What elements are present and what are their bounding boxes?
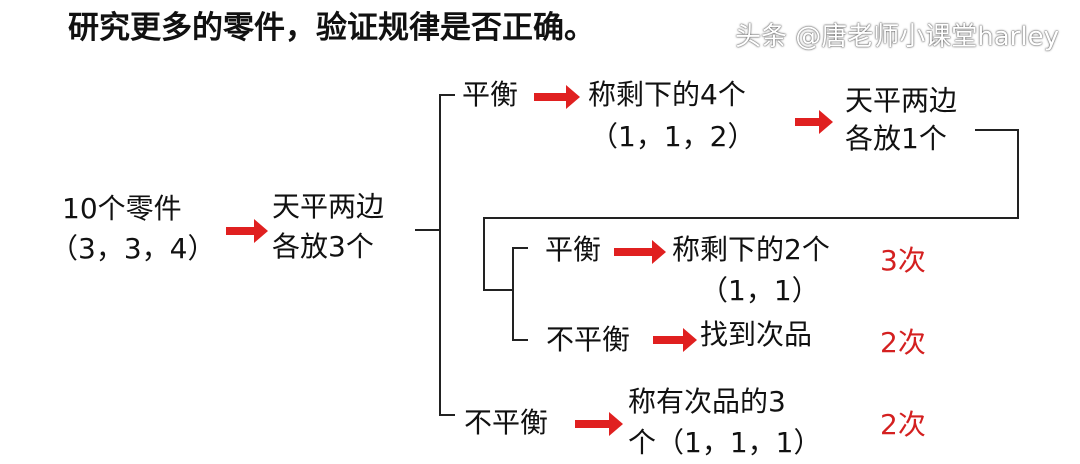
root-split: （3，3，4）	[50, 232, 216, 265]
unbalanced2-result: 找到次品	[700, 318, 813, 351]
step2-line1: 天平两边	[845, 84, 958, 117]
balanced1-label: 平衡	[462, 78, 519, 111]
balanced2-count: 3次	[880, 244, 926, 277]
balanced2-result: 称剩下的2个	[672, 233, 830, 266]
step1-line1: 天平两边	[272, 190, 385, 223]
watermark: 头条 @唐老师小课堂harley	[735, 22, 1059, 52]
arrow-icon	[653, 328, 697, 352]
balanced2-label: 平衡	[545, 233, 602, 266]
step2-line2: 各放1个	[845, 122, 947, 155]
unbalanced1-split: 个（1，1，1）	[628, 426, 822, 459]
balanced1-split: （1，1，2）	[590, 120, 756, 153]
sub-connector	[483, 129, 1019, 291]
sub-bracket	[512, 247, 528, 341]
unbalanced2-label: 不平衡	[546, 323, 631, 356]
arrow-icon	[614, 240, 666, 264]
arrow-icon	[575, 412, 623, 436]
unbalanced2-count: 2次	[880, 326, 926, 359]
arrow-icon	[795, 110, 833, 134]
unbalanced1-count: 2次	[880, 408, 926, 441]
unbalanced1-label: 不平衡	[464, 406, 549, 439]
balanced2-split: （1，1）	[700, 274, 820, 307]
main-bracket	[415, 94, 455, 416]
arrow-icon	[534, 85, 580, 109]
step1-line2: 各放3个	[272, 230, 374, 263]
arrow-icon	[226, 219, 268, 243]
page-title: 研究更多的零件，验证规律是否正确。	[68, 10, 595, 46]
root-label: 10个零件	[62, 192, 182, 225]
unbalanced1-result: 称有次品的3	[628, 385, 786, 418]
balanced1-result: 称剩下的4个	[588, 78, 746, 111]
